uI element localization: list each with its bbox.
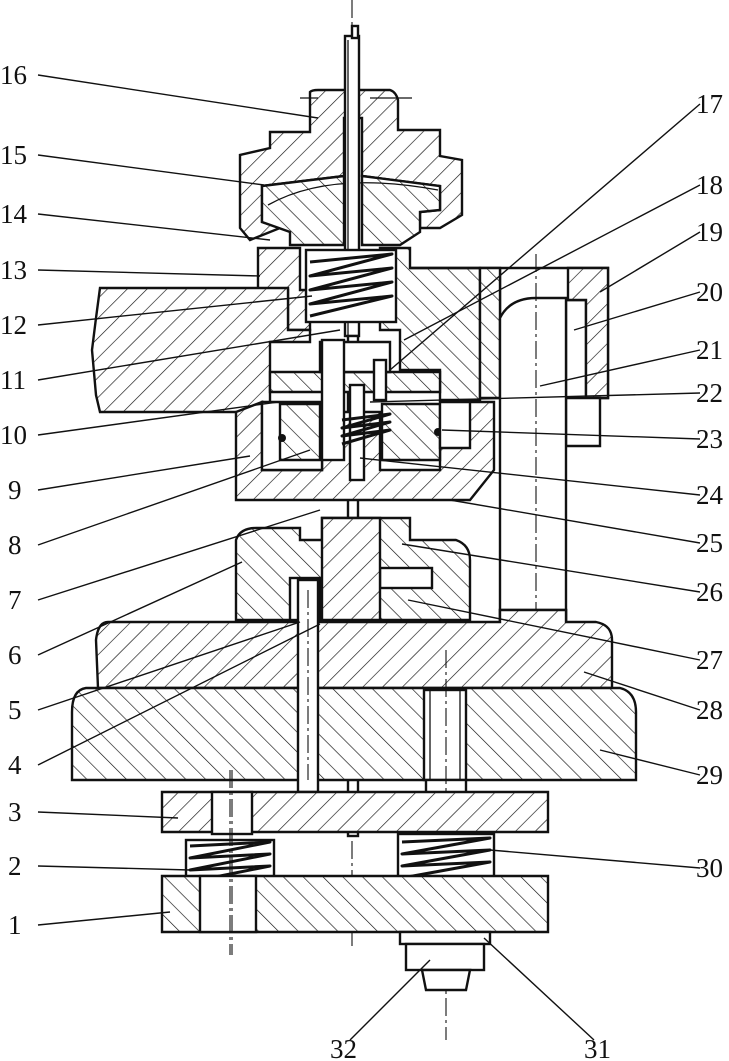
label-15: 15 <box>0 140 27 170</box>
label-32: 32 <box>330 1034 357 1061</box>
label-28: 28 <box>696 695 723 725</box>
label-22: 22 <box>696 378 723 408</box>
label-10: 10 <box>0 420 27 450</box>
label-1: 1 <box>8 910 22 940</box>
label-29: 29 <box>696 760 723 790</box>
label-7: 7 <box>8 585 22 615</box>
label-18: 18 <box>696 170 723 200</box>
label-24: 24 <box>696 480 724 510</box>
label-16: 16 <box>0 60 27 90</box>
label-17: 17 <box>696 89 723 119</box>
label-11: 11 <box>0 365 26 395</box>
lower-guide-block <box>234 516 472 622</box>
label-6: 6 <box>8 640 22 670</box>
label-4: 4 <box>8 750 22 780</box>
label-27: 27 <box>696 645 723 675</box>
label-21: 21 <box>696 335 723 365</box>
plate-28 <box>94 608 614 690</box>
leader-lines <box>37 74 701 1041</box>
middle-block <box>234 338 602 502</box>
label-19: 19 <box>696 217 723 247</box>
label-20: 20 <box>696 277 723 307</box>
label-26: 26 <box>696 577 723 607</box>
left-plate <box>90 286 312 414</box>
label-13: 13 <box>0 255 27 285</box>
top-spring <box>304 248 398 324</box>
label-31: 31 <box>584 1034 611 1061</box>
label-23: 23 <box>696 424 723 454</box>
label-14: 14 <box>0 199 28 229</box>
callout-labels: 16 15 14 13 12 11 10 9 8 7 6 5 4 3 2 1 1… <box>0 60 724 1061</box>
label-8: 8 <box>8 530 22 560</box>
pin-4 <box>296 578 320 794</box>
plate-29 <box>70 686 638 782</box>
label-9: 9 <box>8 475 22 505</box>
label-25: 25 <box>696 528 723 558</box>
label-2: 2 <box>8 851 22 881</box>
label-5: 5 <box>8 695 22 725</box>
plate-3 <box>160 790 550 836</box>
label-12: 12 <box>0 310 27 340</box>
label-30: 30 <box>696 853 723 883</box>
label-3: 3 <box>8 797 22 827</box>
nut-32 <box>398 930 492 992</box>
